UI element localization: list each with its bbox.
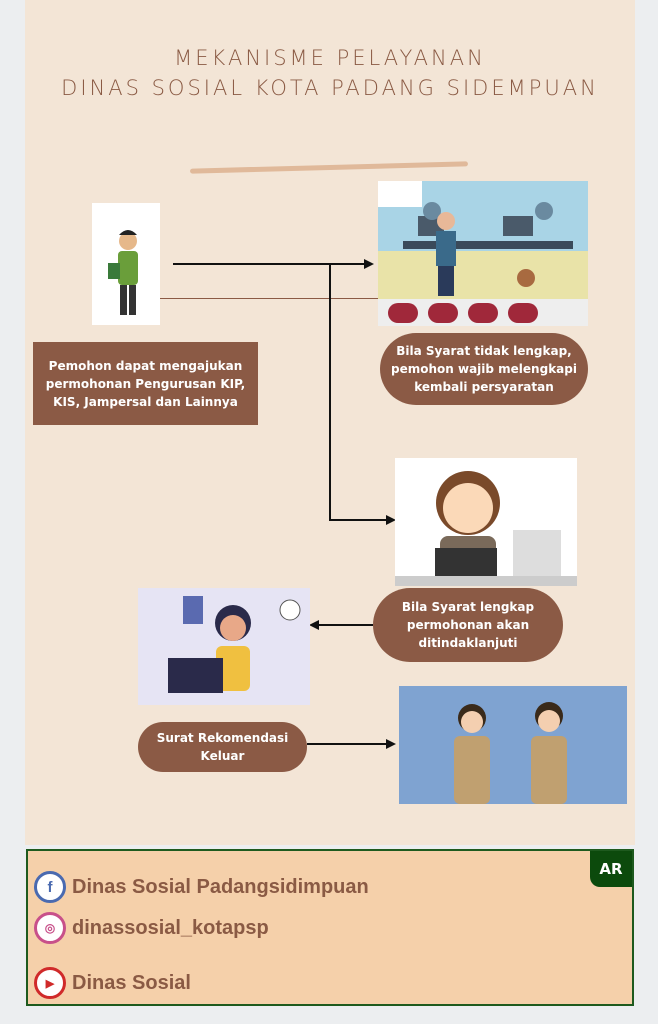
arrow-line [307,743,387,745]
arrow-head [364,259,374,269]
title-line-1: MEKANISME PELAYANAN [174,46,486,70]
complete-step-pill: Bila Syarat lengkap permohonan akan diti… [373,588,563,662]
officer-illustration [395,458,577,586]
arrow-head [309,620,319,630]
service-counter-illustration [378,181,588,326]
recommendation-illustration [138,588,310,705]
youtube-link[interactable]: ▶ Dinas Sosial [34,967,191,999]
youtube-icon: ▶ [34,967,66,999]
arrow-line [329,264,331,521]
applicant-illustration [92,203,160,325]
applicant-step-box: Pemohon dapat mengajukan permohonan Peng… [33,342,258,425]
arrow-head [386,739,396,749]
instagram-icon: ◎ [34,912,66,944]
arrow-line [330,519,388,521]
instagram-label: dinassosial_kotapsp [72,916,269,939]
arrow-head [386,515,396,525]
facebook-link[interactable]: f Dinas Sosial Padangsidimpuan [34,871,369,903]
staff-greeting-illustration [399,686,627,804]
letter-step-pill: Surat Rekomendasi Keluar [138,722,307,772]
ar-badge: AR [590,851,632,887]
youtube-label: Dinas Sosial [72,971,191,994]
social-footer: AR f Dinas Sosial Padangsidimpuan ◎ dina… [26,849,634,1006]
incomplete-step-pill: Bila Syarat tidak lengkap, pemohon wajib… [380,333,588,405]
title-line-2: DINAS SOSIAL KOTA PADANG SIDEMPUAN [61,76,599,100]
facebook-icon: f [34,871,66,903]
instagram-link[interactable]: ◎ dinassosial_kotapsp [34,912,269,944]
arrow-line [318,624,373,626]
facebook-label: Dinas Sosial Padangsidimpuan [72,875,369,898]
divider-line [160,298,378,299]
arrow-line [173,263,365,265]
